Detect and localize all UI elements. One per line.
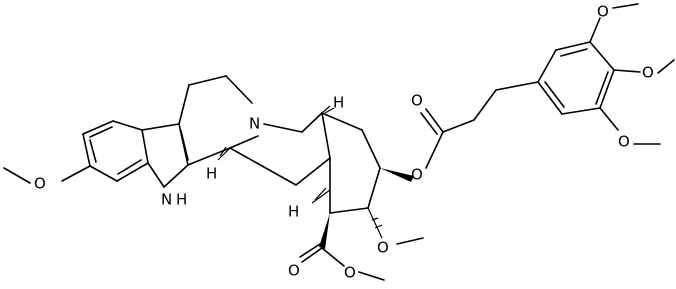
pyrrole-ring <box>141 123 189 188</box>
mid-methoxy-oxygen-label: O <box>642 64 654 82</box>
ring-methoxy-methyl-bond <box>396 237 424 245</box>
bottom-methoxy-bond <box>599 107 619 131</box>
ester-link-oxygen-label: O <box>411 166 423 184</box>
top-methoxy-oxygen-label: O <box>597 3 609 21</box>
indole-nitrogen-label: N <box>161 191 172 209</box>
top-methoxy-methyl-bond <box>612 3 639 9</box>
indole-hydrogen-label: H <box>176 191 187 209</box>
stereo-hydrogen-left-label: H <box>206 165 217 183</box>
methoxy-oxygen-label: O <box>34 175 46 193</box>
piperidine-nitrogen-label: N <box>249 115 260 133</box>
bottom-methoxy-oxygen-label: O <box>618 133 630 151</box>
ring-methoxy-hashed-bond <box>367 207 383 239</box>
ester-wedge-bond <box>380 168 414 182</box>
mid-methoxy-methyl-bond <box>657 59 675 74</box>
top-methoxy-bond <box>589 17 601 43</box>
tetrahydropyridine-ring <box>178 75 259 166</box>
methylester-wedge-bond <box>319 213 330 249</box>
propanoate-chain <box>420 81 539 169</box>
quinolizidine-ring <box>229 112 331 186</box>
mid-methoxy-bond <box>613 69 641 73</box>
stereo-h-top <box>321 105 335 114</box>
cyclohexane-ring <box>321 112 381 214</box>
methylester-group <box>299 243 345 267</box>
indole-methoxy-group <box>3 165 91 184</box>
methylester-methyl-bond <box>358 271 385 281</box>
ring-methoxy-oxygen-label: O <box>377 239 389 257</box>
trimethoxyphenyl-ring <box>537 41 615 115</box>
indole-benzene-ring <box>82 120 149 182</box>
stereo-hydrogen-center-label: H <box>288 203 299 221</box>
stereo-h-center <box>311 187 331 204</box>
methylester-carbonyl-oxygen-label: O <box>288 262 300 280</box>
stereo-hydrogen-top-label: H <box>333 94 344 112</box>
ester-carbonyl-oxygen-label: O <box>411 92 423 110</box>
methylester-oxygen-label: O <box>344 264 356 282</box>
stereo-h-left <box>217 146 231 161</box>
